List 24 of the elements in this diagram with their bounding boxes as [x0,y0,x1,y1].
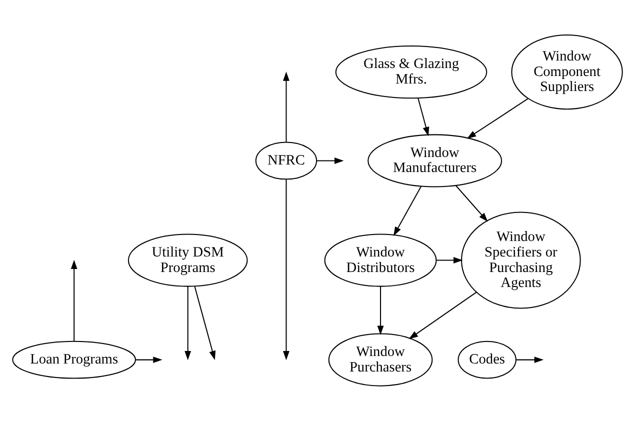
arrow [408,292,477,340]
node-ellipse: Window Distributors [324,234,437,287]
arrow [184,286,192,360]
node-ellipse: Utility DSM Programs [128,234,248,287]
node-ellipse: Window Purchasers [328,333,433,386]
node-ellipse: Codes [458,340,516,379]
arrow [466,98,528,139]
arrow [436,257,463,264]
arrow [70,260,78,341]
arrow [377,286,384,335]
node-ellipse: Loan Programs [12,340,136,379]
arrow [456,186,488,222]
node-ellipse: Window Manufacturers [368,134,502,188]
arrow [418,98,430,136]
arrow [194,286,216,360]
arrow [393,186,422,236]
arrow [283,179,290,360]
node-ellipse: NFRC [255,142,318,180]
arrow [135,356,162,364]
node-ellipse: Window Component Suppliers [511,34,623,110]
node-ellipse: Glass & Glazing Mfrs. [335,46,488,99]
arrow [516,356,544,364]
arrow [283,72,290,142]
arrow [316,158,344,164]
